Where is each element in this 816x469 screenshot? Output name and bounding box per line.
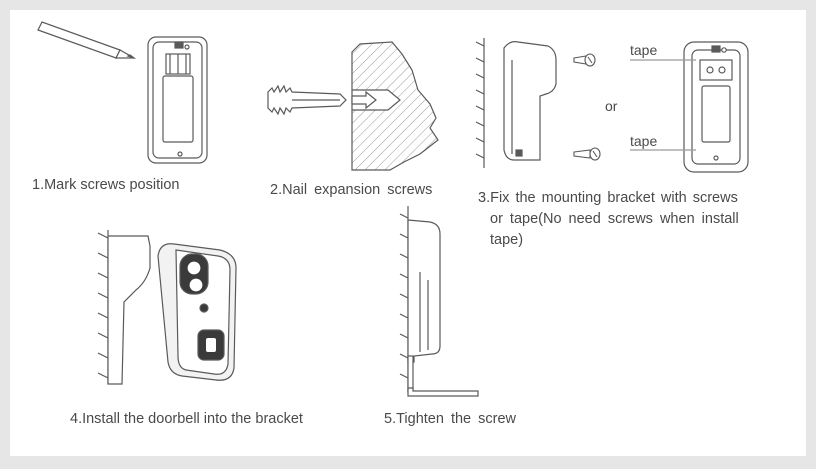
step1-caption: 1.Mark screws position (32, 177, 180, 193)
screw-icon (573, 147, 601, 161)
doorbell-side-icon (407, 219, 441, 363)
expansion-anchor-icon (267, 84, 347, 116)
wall-icon (475, 38, 485, 168)
doorbell-icon (157, 243, 237, 381)
step5-caption: 5.Tighten the screw (384, 411, 516, 427)
screw-icon (573, 53, 596, 67)
step3-caption-line1: 3.Fix the mounting bracket with screws (478, 190, 738, 206)
arrow-right-icon (351, 90, 377, 110)
wall-section-icon (351, 41, 439, 171)
or-label: or (605, 98, 618, 114)
bracket-side-icon (503, 41, 557, 161)
step4-caption: 4.Install the doorbell into the bracket (70, 411, 303, 427)
bracket-back-icon (630, 41, 749, 173)
mounting-bracket-icon (147, 36, 208, 164)
step2-caption: 2.Nail expansion screws (270, 182, 433, 198)
wall-icon (97, 230, 109, 384)
wall-icon (399, 206, 409, 392)
step3-caption-line2: or tape(No need screws when install (490, 211, 739, 227)
bracket-side-icon (107, 235, 151, 385)
pencil-icon (37, 21, 137, 59)
tape-label-top: tape (630, 42, 658, 58)
step3-caption-line3: tape) (490, 232, 524, 248)
tape-label-bottom: tape (630, 133, 658, 149)
hex-key-icon (407, 355, 479, 397)
